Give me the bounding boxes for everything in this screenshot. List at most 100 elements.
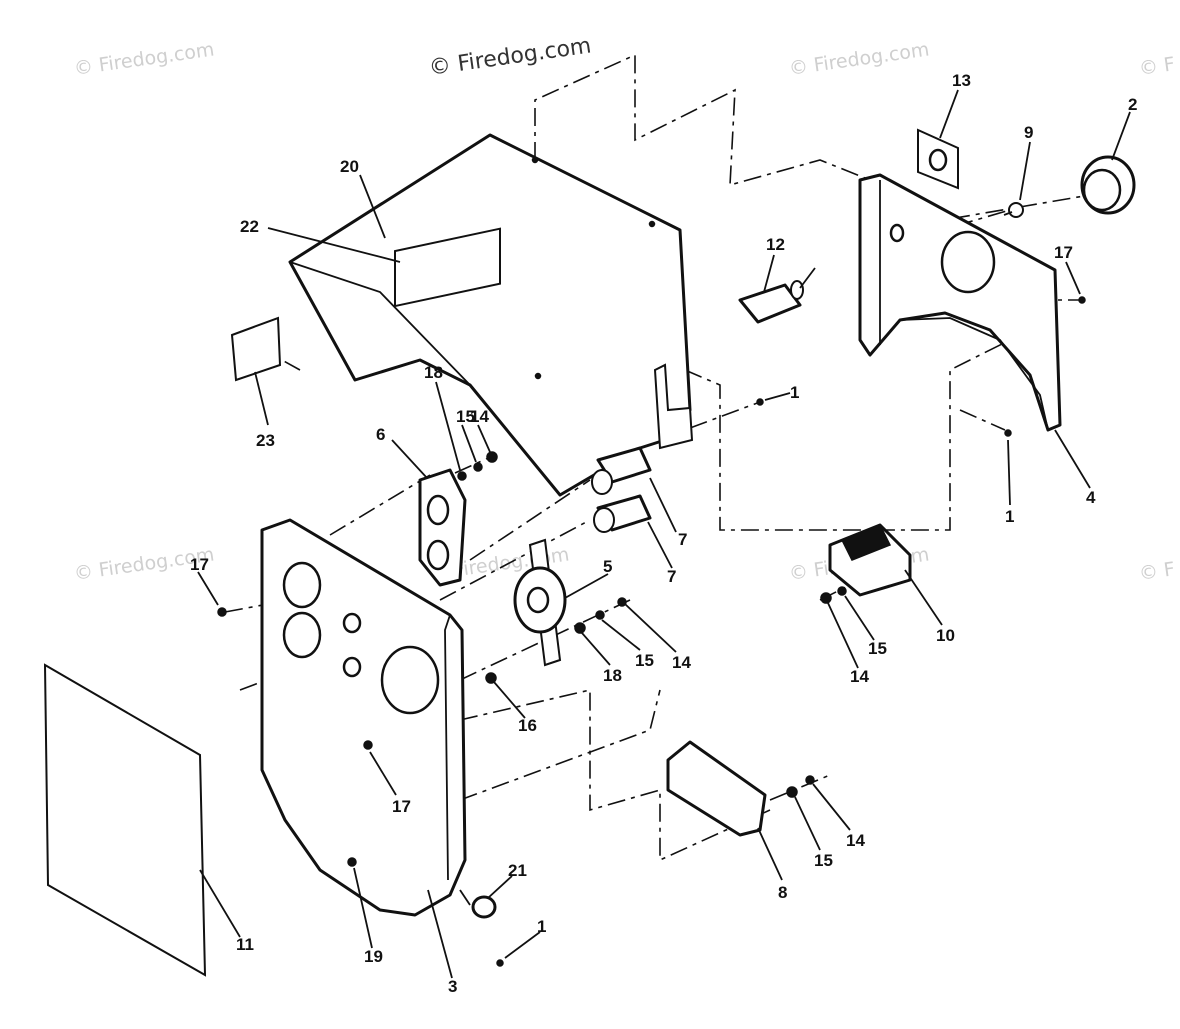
leader-14-block (812, 783, 851, 831)
leader-1-right (1007, 439, 1011, 506)
callout-15-block: 15 (814, 851, 833, 870)
nut-16 (485, 672, 497, 684)
duplex-receptacle-outlet-1 (426, 494, 450, 526)
part-23-label (230, 316, 282, 382)
watermark-top-left: © Firedog.com (73, 38, 216, 79)
screw-1-right (1004, 429, 1012, 437)
plate-13-hole (928, 148, 948, 172)
leader-20 (359, 174, 386, 239)
bushing-21-wire (459, 889, 471, 906)
front-panel-small-hole-1 (342, 612, 362, 634)
front-panel-receptacle-hole-1 (282, 561, 322, 609)
front-panel-flange-edge (444, 614, 451, 881)
callout-16: 16 (518, 716, 537, 735)
assembly-line-screw-17-left (224, 599, 291, 613)
leader-10 (904, 569, 943, 626)
leader-23 (254, 371, 269, 426)
nut-14-switch (820, 592, 832, 604)
callout-15-top: 15 (456, 407, 475, 426)
screw-17-left (217, 607, 227, 617)
leader-8 (757, 827, 783, 881)
washer-15-mid (595, 610, 605, 620)
assembly-line-plug-7 (469, 479, 591, 561)
assembly-line-top-zigzag (534, 53, 871, 187)
toggle-switch-lever (799, 267, 816, 289)
callout-14-mid: 14 (672, 653, 691, 672)
part-7-circuit-breaker-bottom (593, 494, 652, 533)
leader-19 (353, 867, 373, 949)
leader-15-switch (844, 595, 875, 641)
hardware (217, 296, 1086, 967)
callout-17-right: 17 (1054, 243, 1073, 262)
callout-7-top: 7 (678, 530, 687, 549)
nut-14-mid (617, 597, 627, 607)
callout-3: 3 (448, 977, 457, 996)
callout-7-bottom: 7 (667, 567, 676, 586)
top-cover-inner-fold (289, 261, 471, 386)
right-panel-arc-inner (899, 317, 1049, 431)
callout-18-mid: 18 (603, 666, 622, 685)
washer-15-top (473, 462, 483, 472)
front-panel-receptacle-hole-2 (282, 611, 322, 659)
leader-13 (939, 89, 959, 139)
washer-15-switch (837, 586, 847, 596)
callout-10: 10 (936, 626, 955, 645)
screw-9-head (1008, 202, 1024, 218)
leader-11 (199, 869, 241, 938)
leader-5 (564, 573, 609, 599)
callout-18-top: 18 (424, 363, 443, 382)
callout-20: 20 (340, 157, 359, 176)
part-7-circuit-breaker-top (591, 446, 652, 495)
top-cover-hole-3 (534, 372, 542, 380)
part-12-toggle-switch (738, 267, 816, 324)
top-cover-hole (531, 156, 539, 164)
leader-16 (493, 681, 526, 719)
assembly-line-screw-1-right (959, 409, 1006, 431)
callout-9: 9 (1024, 123, 1033, 142)
leader-1-bottom (504, 931, 541, 959)
callout-22: 22 (240, 217, 259, 236)
assembly-line-hardware-8 (769, 774, 831, 801)
part-20-top-cover (288, 133, 694, 497)
front-panel-large-hole (380, 645, 440, 715)
nut-18-top (457, 471, 467, 481)
watermark-top-right: © Firedog.com (788, 38, 931, 79)
nut-18-mid (574, 622, 586, 634)
callout-14-switch: 14 (850, 667, 869, 686)
assembly-line-receptacle-6 (329, 474, 431, 536)
right-panel-small-hole (889, 223, 905, 243)
part-5-twistlock-receptacle (513, 538, 567, 667)
assembly-line-screw-9 (889, 209, 1011, 246)
callout-12: 12 (766, 235, 785, 254)
callout-17-left: 17 (190, 555, 209, 574)
callout-14-block: 14 (846, 831, 865, 850)
screw-1-top (756, 398, 764, 406)
washer-15-block (786, 786, 798, 798)
right-panel-outline (858, 173, 1062, 432)
watermark-edge-mid: © F (1138, 558, 1177, 585)
callout-6: 6 (376, 425, 385, 444)
callout-17-panel: 17 (392, 797, 411, 816)
twistlock-receptacle-center (526, 586, 550, 614)
nut-14-top (486, 451, 498, 463)
leader-6 (391, 439, 428, 479)
callout-1-right: 1 (1005, 507, 1014, 526)
callout-23: 23 (256, 431, 275, 450)
part-13-plate (917, 128, 959, 190)
breaker-bottom-button (593, 507, 615, 533)
callout-19: 19 (364, 947, 383, 966)
leader-7-top (649, 477, 677, 533)
bushing-21-body (471, 895, 497, 919)
assembly-line-cover-right (684, 319, 1051, 531)
leader-18-mid (581, 632, 611, 666)
callout-13: 13 (952, 71, 971, 90)
rocker-switch-paddle (840, 524, 892, 561)
leader-15-top (461, 424, 477, 463)
leader-18-top (435, 381, 461, 471)
callout-leaders (197, 89, 1131, 979)
nut-14-block (805, 775, 815, 785)
leader-17-panel (369, 751, 397, 796)
callout-2: 2 (1128, 95, 1137, 114)
watermark-edge-top: © F (1138, 53, 1177, 80)
